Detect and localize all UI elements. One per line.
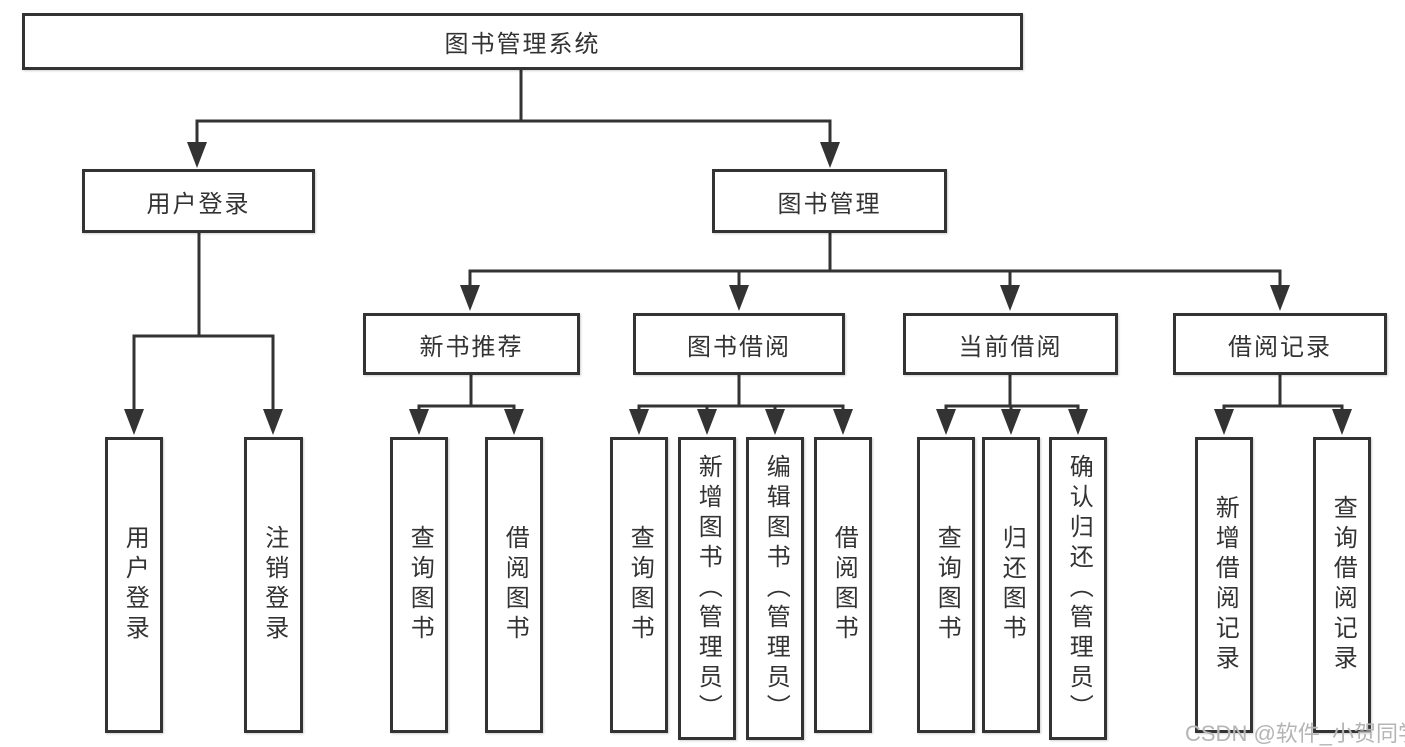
- csdn-watermark: CSDN @软件_小贺同学: [1185, 721, 1405, 746]
- leaf-user-login: 用户登录: [105, 437, 163, 733]
- node-borrow-record: 借阅记录: [1173, 313, 1387, 375]
- leaf-add-book-admin: 新增图书（管理员）: [678, 437, 736, 740]
- node-user-login: 用户登录: [82, 169, 315, 233]
- leaf-query-borrow-record: 查询借阅记录: [1313, 437, 1371, 733]
- leaf-borrow-book-recommend: 借阅图书: [485, 437, 543, 733]
- leaf-query-book-current: 查询图书: [917, 437, 975, 733]
- node-new-book-recommend: 新书推荐: [363, 313, 580, 375]
- node-book-management: 图书管理: [712, 169, 947, 233]
- leaf-query-book-recommend: 查询图书: [390, 437, 448, 733]
- leaf-add-borrow-record: 新增借阅记录: [1195, 437, 1253, 733]
- leaf-return-book: 归还图书: [982, 437, 1040, 733]
- arrowheads: [124, 142, 1352, 435]
- node-book-borrow: 图书借阅: [633, 313, 845, 375]
- leaf-logout-login: 注销登录: [244, 437, 303, 733]
- leaf-confirm-return-admin: 确认归还（管理员）: [1049, 437, 1107, 740]
- node-current-borrow: 当前借阅: [903, 313, 1118, 375]
- node-root-system: 图书管理系统: [22, 13, 1023, 70]
- leaf-edit-book-admin: 编辑图书（管理员）: [746, 437, 804, 740]
- leaf-query-book-borrow: 查询图书: [610, 437, 668, 733]
- leaf-borrow-book: 借阅图书: [814, 437, 872, 733]
